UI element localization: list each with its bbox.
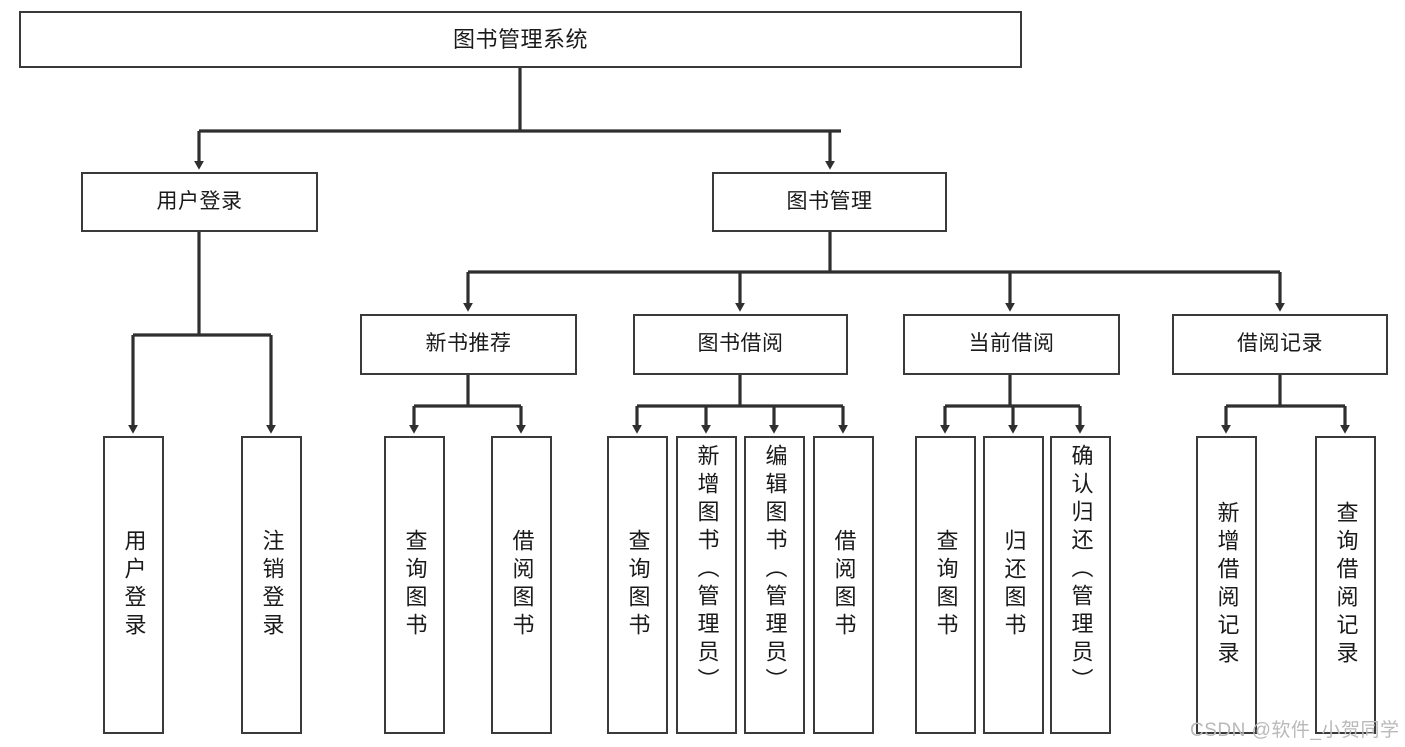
node-new-book-rec-label: 新书推荐 — [425, 332, 512, 356]
node-user-login[interactable]: 用户登录 — [81, 172, 318, 232]
node-leaf-query-record[interactable]: 查询借阅记录 — [1315, 436, 1376, 734]
node-book-manage-label: 图书管理 — [786, 189, 873, 213]
node-leaf-query-book-1-label: 查询图书 — [402, 529, 428, 641]
node-leaf-logout-label: 注销登录 — [259, 529, 285, 641]
node-current-borrow[interactable]: 当前借阅 — [903, 314, 1120, 375]
node-leaf-query-book-3-label: 查询图书 — [933, 529, 959, 641]
node-leaf-logout[interactable]: 注销登录 — [241, 436, 302, 734]
csdn-watermark: CSDN @软件_小贺同学 — [1190, 720, 1400, 741]
node-leaf-add-record-label: 新增借阅记录 — [1214, 501, 1240, 669]
node-leaf-query-book-2[interactable]: 查询图书 — [607, 436, 668, 734]
node-book-manage[interactable]: 图书管理 — [712, 172, 947, 232]
node-borrow-record[interactable]: 借阅记录 — [1172, 314, 1388, 375]
node-leaf-borrow-book-1[interactable]: 借阅图书 — [491, 436, 552, 734]
node-book-borrow-label: 图书借阅 — [697, 332, 784, 356]
node-root[interactable]: 图书管理系统 — [19, 11, 1022, 68]
node-leaf-confirm-return[interactable]: 确认归还（管理员） — [1050, 436, 1111, 734]
node-leaf-edit-book[interactable]: 编辑图书（管理员） — [744, 436, 805, 734]
node-book-borrow[interactable]: 图书借阅 — [633, 314, 848, 375]
node-current-borrow-label: 当前借阅 — [968, 332, 1055, 356]
node-leaf-borrow-book-2-label: 借阅图书 — [831, 529, 857, 641]
node-root-label: 图书管理系统 — [452, 26, 588, 52]
node-user-login-label: 用户登录 — [156, 189, 243, 213]
node-borrow-record-label: 借阅记录 — [1237, 332, 1323, 356]
node-leaf-return-book-label: 归还图书 — [1001, 529, 1027, 641]
node-leaf-add-book-label: 新增图书（管理员） — [694, 444, 720, 696]
node-leaf-edit-book-label: 编辑图书（管理员） — [762, 444, 788, 696]
node-leaf-borrow-book-2[interactable]: 借阅图书 — [813, 436, 874, 734]
node-new-book-rec[interactable]: 新书推荐 — [360, 314, 577, 375]
node-leaf-query-book-3[interactable]: 查询图书 — [915, 436, 976, 734]
node-leaf-confirm-return-label: 确认归还（管理员） — [1068, 444, 1094, 696]
node-leaf-add-book[interactable]: 新增图书（管理员） — [676, 436, 737, 734]
node-leaf-add-record[interactable]: 新增借阅记录 — [1196, 436, 1257, 734]
node-leaf-query-book-1[interactable]: 查询图书 — [384, 436, 445, 734]
node-leaf-borrow-book-1-label: 借阅图书 — [509, 529, 535, 641]
node-leaf-query-book-2-label: 查询图书 — [625, 529, 651, 641]
node-leaf-user-login[interactable]: 用户登录 — [103, 436, 164, 734]
node-leaf-return-book[interactable]: 归还图书 — [983, 436, 1044, 734]
node-leaf-user-login-label: 用户登录 — [121, 529, 147, 641]
node-leaf-query-record-label: 查询借阅记录 — [1333, 501, 1359, 669]
